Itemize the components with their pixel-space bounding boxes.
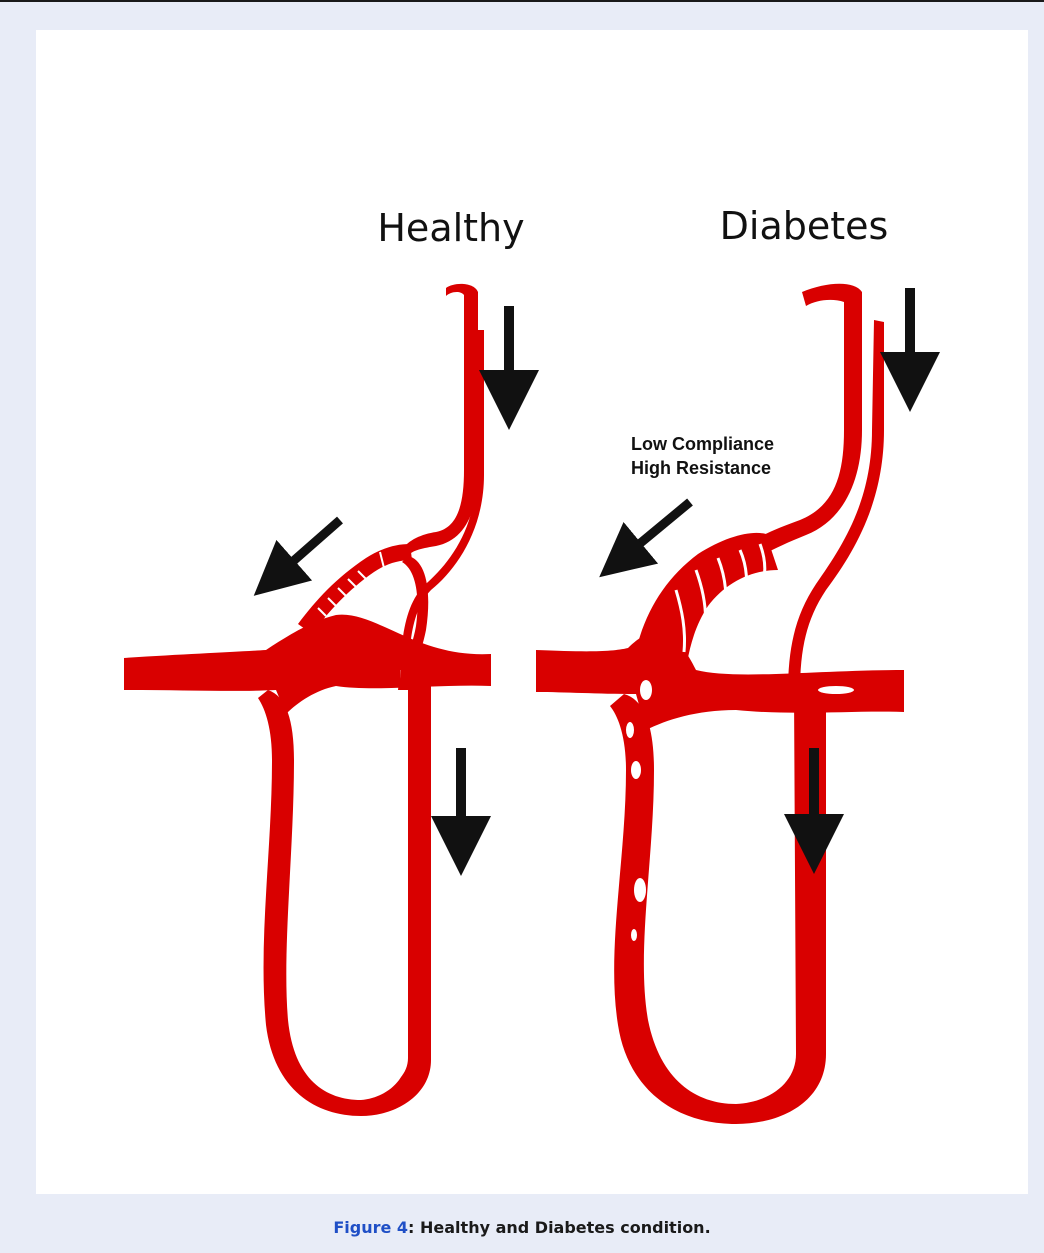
top-rule [0, 0, 1044, 2]
diabetes-loop-vessel [610, 692, 826, 1124]
figure-panel: Healthy Diabetes Low Compliance High Res… [36, 30, 1028, 1194]
healthy-title: Healthy [377, 206, 524, 250]
annotation-high-resistance: High Resistance [631, 458, 771, 478]
diabetes-branch-arrow [620, 502, 690, 560]
figure-caption: Figure 4: Healthy and Diabetes condition… [0, 1218, 1044, 1237]
diabetes-branch-vessel [636, 533, 778, 690]
diabetes-horizontal-vessel [536, 632, 904, 730]
caption-separator: : [408, 1218, 420, 1237]
diabetes-descending-artery [742, 284, 862, 562]
diabetes-title: Diabetes [720, 204, 889, 248]
healthy-vessel-group [124, 284, 509, 1116]
annotation-low-compliance: Low Compliance [631, 434, 774, 454]
vessel-diagram: Healthy Diabetes Low Compliance High Res… [36, 30, 1028, 1194]
healthy-loop-lumen [354, 670, 408, 1092]
healthy-branch-arrow [274, 520, 340, 578]
figure-label[interactable]: Figure 4 [333, 1218, 408, 1237]
healthy-descending-artery [402, 284, 478, 556]
diabetes-vessel-group [536, 284, 910, 1124]
caption-text: Healthy and Diabetes condition. [420, 1218, 711, 1237]
